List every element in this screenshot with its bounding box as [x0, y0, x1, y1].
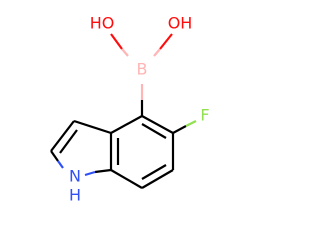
bond-n-c7a: [94, 168, 112, 174]
fluorine-label: F: [200, 106, 209, 125]
boron-label: B: [137, 60, 148, 79]
hydroxyl-right-label: OH: [168, 14, 193, 33]
bond-c5-f-f-half: [185, 120, 197, 127]
bond-c4-c5-inner: [141, 123, 167, 139]
bond-b-o-left: [110, 33, 123, 50]
bond-b-o-left-b-half: [121, 48, 129, 57]
bond-c6-c7: [141, 169, 174, 189]
bond-c7-c7a: [110, 169, 143, 189]
bond-c5-f: [172, 125, 187, 134]
nitrogen-hydrogen-label: H: [69, 186, 81, 205]
structure-canvas: HO OH B F N H: [50, 13, 210, 205]
atom-labels: HO OH B F N H: [69, 14, 210, 205]
bond-c3a-c4: [110, 115, 143, 134]
bond-b-o-right: [159, 33, 173, 50]
bond-c3-c2: [50, 120, 75, 152]
bond-c4-c5: [141, 115, 174, 134]
bonds: [50, 33, 197, 189]
bond-c2-n: [50, 150, 59, 162]
bond-b-o-right-b-half: [153, 48, 161, 57]
bond-c6-c7-inner: [141, 164, 167, 180]
nitrogen-label: N: [69, 167, 81, 186]
bond-n-c7a-n-half: [84, 170, 96, 177]
bond-c3a-c3: [73, 119, 112, 135]
bond-c2-n-n-half: [57, 160, 64, 169]
molecule-drawing: HO OH B F N H: [50, 14, 210, 205]
hydroxyl-left-label: HO: [90, 14, 115, 33]
bond-c3-c2-inner: [59, 129, 78, 154]
